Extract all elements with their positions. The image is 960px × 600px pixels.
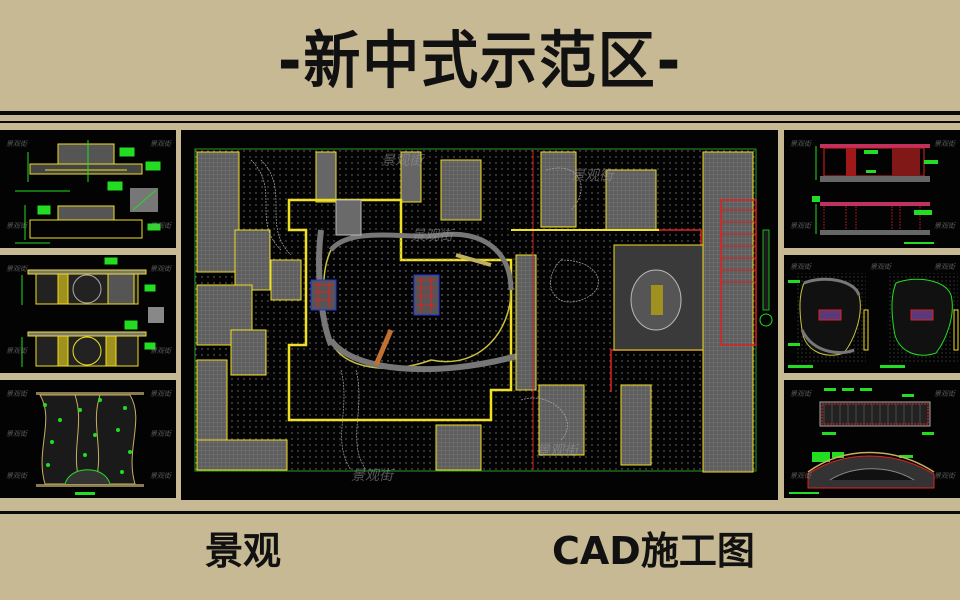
svg-text:景观街: 景观街 [150, 472, 172, 480]
top-rule-thick [0, 111, 960, 115]
svg-text:景观街: 景观街 [571, 168, 615, 184]
svg-text:景观街: 景观街 [870, 263, 892, 271]
svg-text:景观街: 景观街 [150, 430, 172, 438]
bottom-rule [0, 511, 960, 514]
thumb-corridor-elevation[interactable]: 景观街景观街 景观街景观街 [784, 130, 960, 248]
svg-text:景观街: 景观街 [934, 472, 956, 480]
svg-text:景观街: 景观街 [6, 140, 28, 148]
svg-text:景观街: 景观街 [934, 140, 956, 148]
thumb-moon-gate-elevation[interactable]: 景观街景观街 景观街景观街 [0, 255, 176, 373]
top-rule-thin [0, 121, 960, 123]
svg-text:景观街: 景观街 [934, 222, 956, 230]
svg-text:景观街: 景观街 [790, 472, 812, 480]
svg-text:景观街: 景观街 [351, 468, 395, 484]
thumb-arched-bridge[interactable]: 景观街景观街 景观街景观街 [784, 380, 960, 498]
svg-text:景观街: 景观街 [934, 263, 956, 271]
svg-text:景观街: 景观街 [6, 472, 28, 480]
svg-text:景观街: 景观街 [536, 443, 580, 459]
svg-text:景观街: 景观街 [150, 140, 172, 148]
svg-text:景观街: 景观街 [790, 222, 812, 230]
thumb-pond-garden-plans[interactable]: 景观街 景观街 景观街 [784, 255, 960, 373]
svg-text:景观街: 景观街 [150, 390, 172, 398]
svg-text:景观街: 景观街 [790, 140, 812, 148]
svg-text:景观街: 景观街 [934, 390, 956, 398]
svg-text:景观街: 景观街 [790, 390, 812, 398]
page-title: -新中式示范区- [277, 24, 683, 97]
svg-text:景观街: 景观街 [6, 222, 28, 230]
svg-text:景观街: 景观街 [6, 390, 28, 398]
svg-text:景观街: 景观街 [381, 153, 425, 169]
svg-text:景观街: 景观街 [6, 430, 28, 438]
main-site-plan[interactable]: 景观街 景观街 景观街 景观街 景观街 [181, 130, 778, 500]
footer-label-cad-drawings: CAD施工图 [552, 529, 755, 573]
svg-text:景观街: 景观街 [6, 265, 28, 273]
svg-text:景观街: 景观街 [411, 228, 455, 244]
thumb-pavilion-elevation[interactable]: 景观街景观街 景观街景观街 [0, 130, 176, 248]
svg-text:景观街: 景观街 [790, 263, 812, 271]
svg-text:景观街: 景观街 [6, 347, 28, 355]
svg-text:景观街: 景观街 [150, 347, 172, 355]
footer-label-landscape: 景观 [205, 529, 282, 573]
svg-text:景观街: 景观街 [150, 222, 172, 230]
svg-text:景观街: 景观街 [150, 265, 172, 273]
thumb-planting-plan[interactable]: 景观街景观街 景观街景观街 景观街景观街 [0, 380, 176, 498]
